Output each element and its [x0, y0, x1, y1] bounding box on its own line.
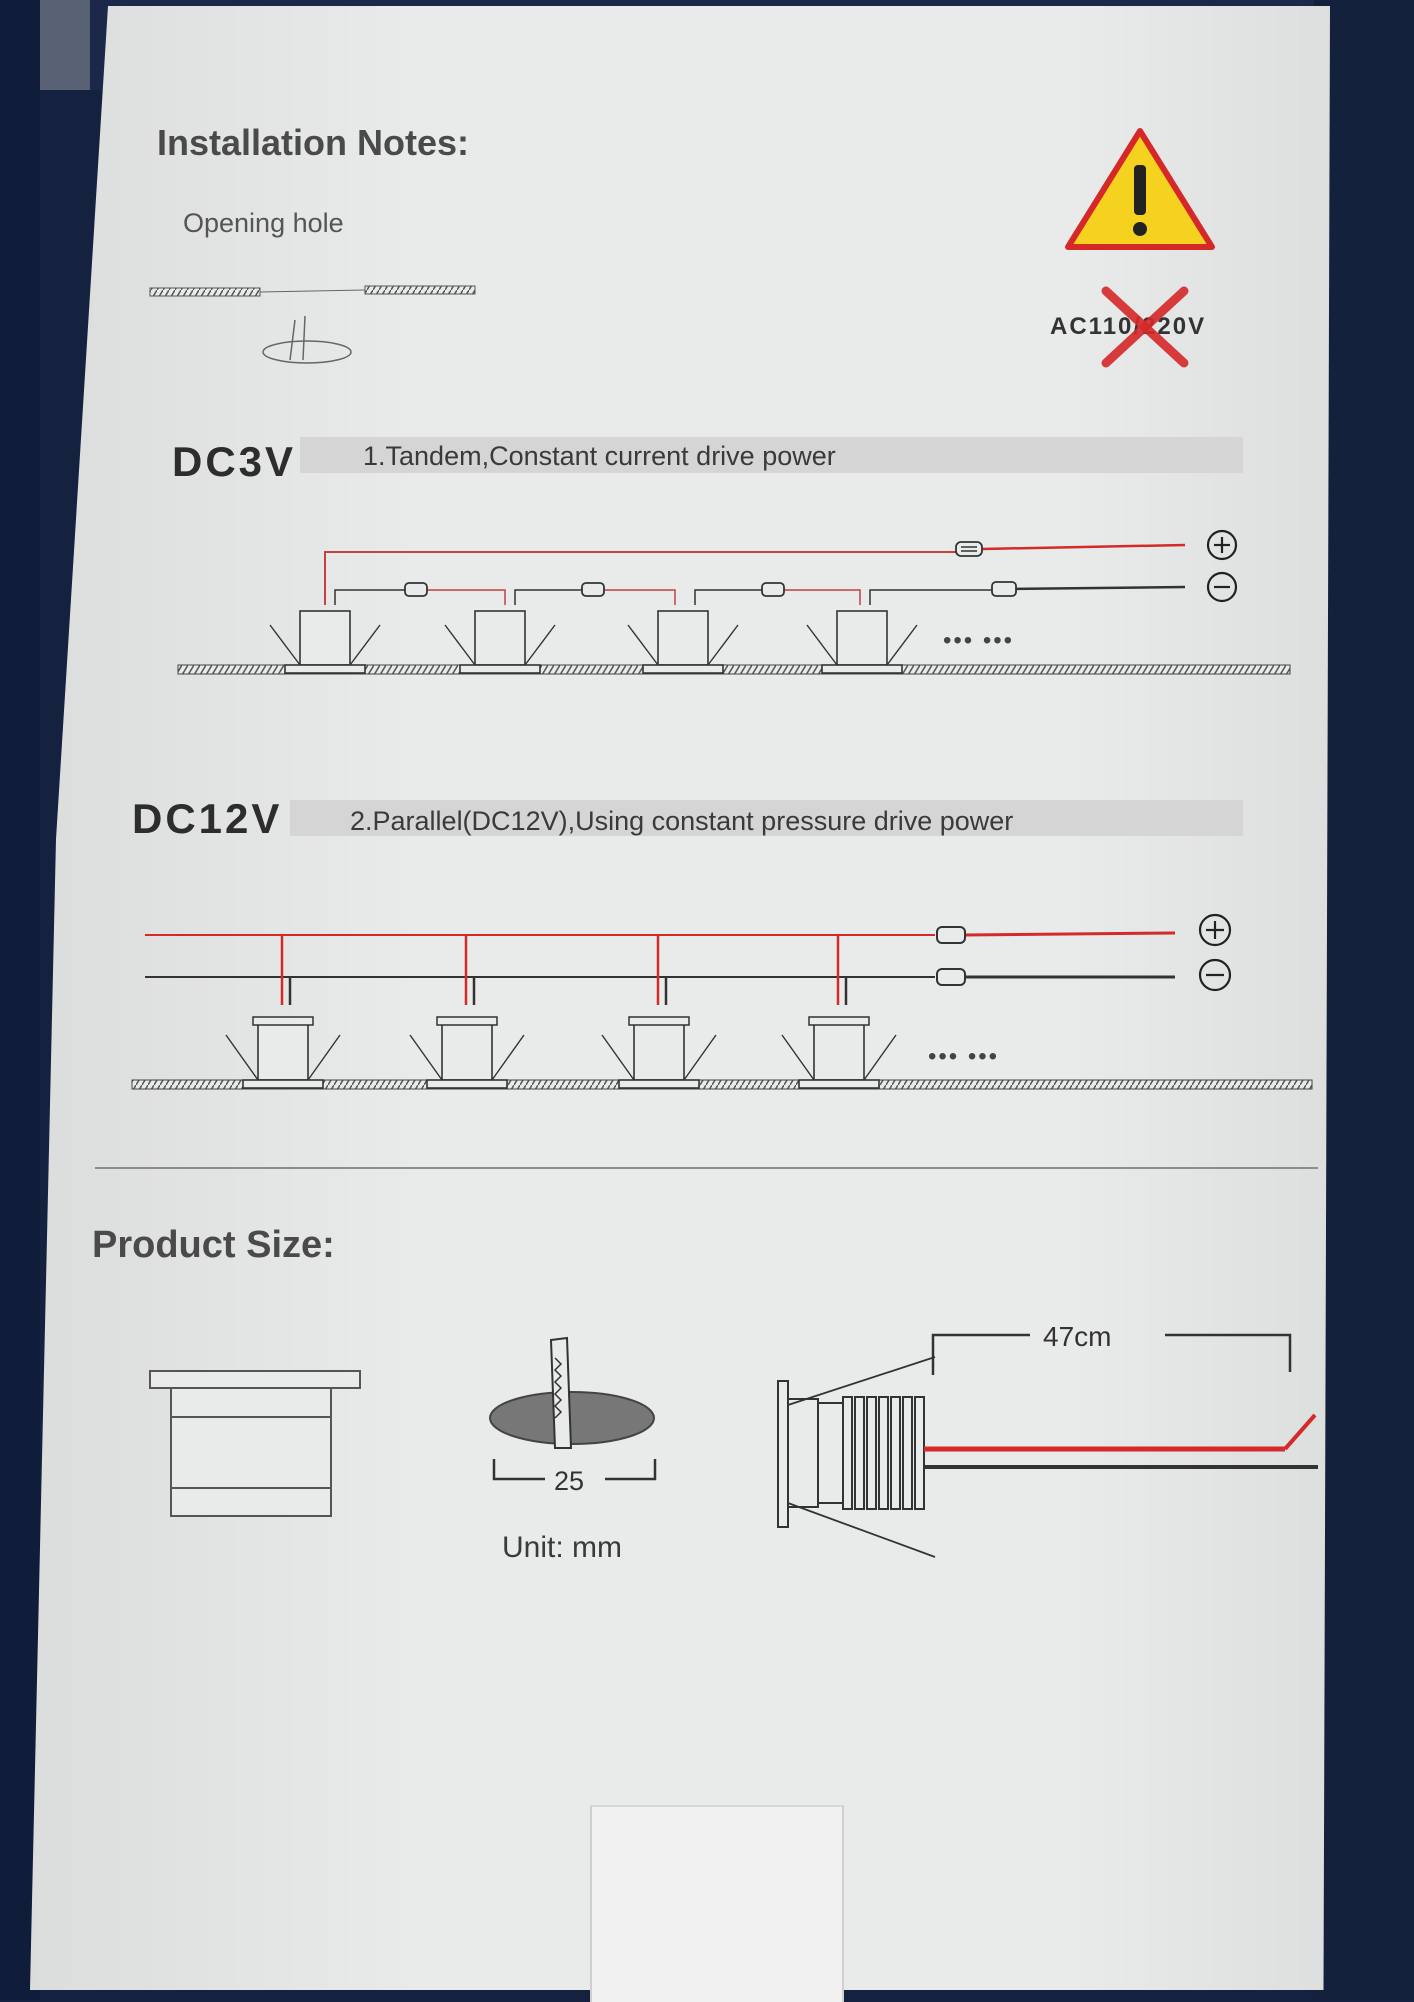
- dc3v-continuation-dots: ••• •••: [943, 627, 1015, 654]
- background-right: [1314, 0, 1414, 2000]
- opening-hole-diagram: [149, 285, 476, 364]
- dc3v-voltage: DC3V: [172, 438, 297, 485]
- dc3v-description: 1.Tandem,Constant current drive power: [363, 441, 836, 471]
- unit-label: Unit: mm: [502, 1531, 622, 1564]
- warning-triangle-icon: [1065, 128, 1215, 250]
- dc12v-voltage: DC12V: [132, 795, 283, 842]
- cable-length-value: 47cm: [1043, 1321, 1112, 1352]
- product-box: [30, 6, 1330, 1990]
- dc12v-description: 2.Parallel(DC12V),Using constant pressur…: [350, 806, 1014, 836]
- lamp-front-outline: [149, 1370, 361, 1517]
- hole-saw-icon: [489, 1336, 655, 1449]
- box-flap: [590, 1805, 844, 2002]
- dc12v-continuation-dots: ••• •••: [928, 1043, 1000, 1070]
- dc12v-band: [290, 800, 1243, 836]
- section-divider: [95, 1167, 1318, 1169]
- product-size-heading: Product Size:: [92, 1224, 335, 1266]
- dc3v-wiring-diagram: [177, 529, 1291, 675]
- background-left: [0, 0, 40, 2000]
- installation-heading: Installation Notes:: [157, 122, 470, 163]
- box-shading: [30, 6, 1330, 1990]
- forbidden-cross-icon: [1101, 286, 1189, 368]
- hole-diameter-value: 25: [554, 1466, 585, 1496]
- hole-dimension-line: [492, 1459, 657, 1481]
- dc12v-wiring-diagram: [131, 913, 1313, 1090]
- dc3v-band: [300, 437, 1243, 473]
- warning-voltage-label: AC110/220V: [1050, 313, 1207, 340]
- lamp-side-drawing: [777, 1333, 1318, 1558]
- opening-hole-label: Opening hole: [183, 208, 344, 238]
